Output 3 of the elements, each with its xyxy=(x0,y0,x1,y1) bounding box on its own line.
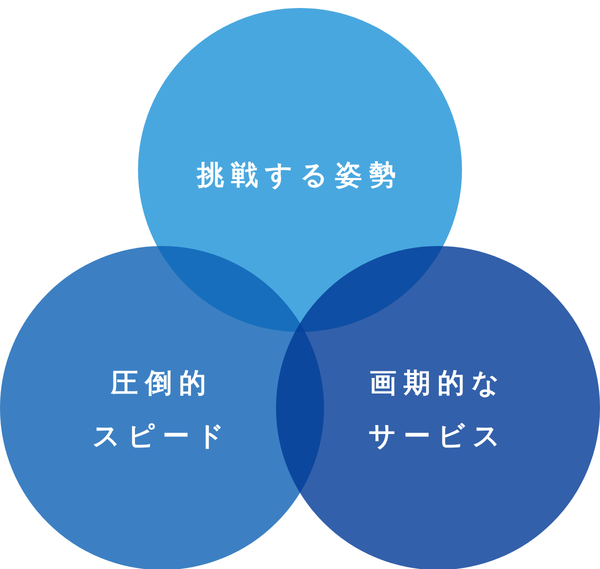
venn-label: 画期的なサービス xyxy=(368,367,508,454)
venn-label: 挑戦する姿勢 xyxy=(197,158,403,192)
venn-label: 圧倒的スピード xyxy=(92,367,232,454)
